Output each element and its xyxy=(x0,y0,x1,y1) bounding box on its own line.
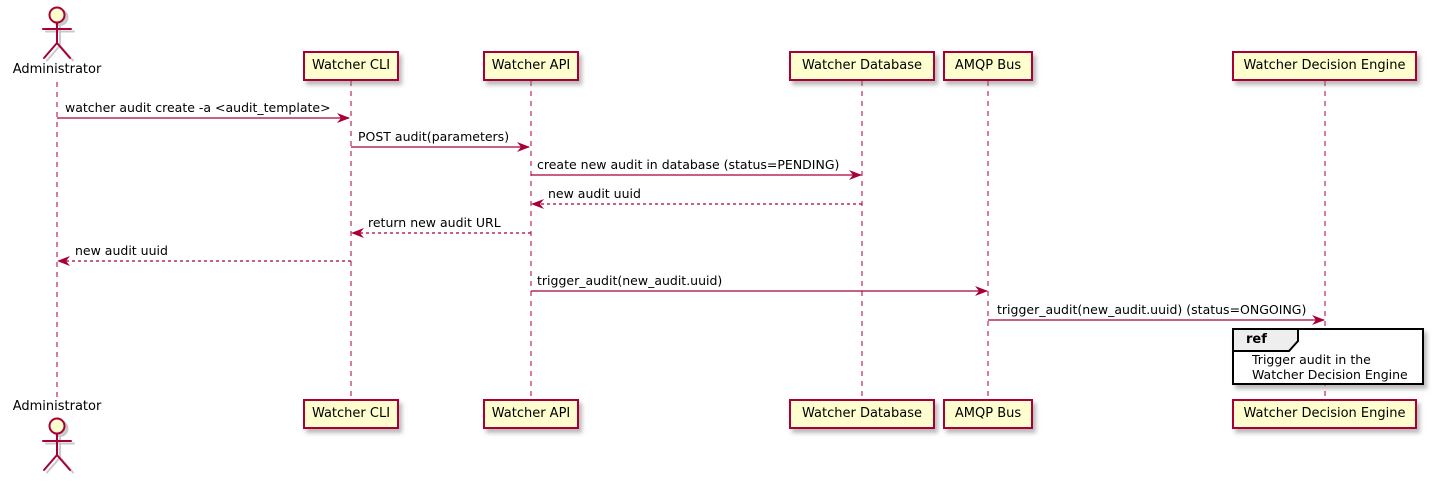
message-arrow-4 xyxy=(531,199,862,209)
message-label-8: trigger_audit(new_audit.uuid) (status=ON… xyxy=(997,302,1307,317)
ref-header-pentagon xyxy=(1232,328,1299,352)
message-arrow-1 xyxy=(57,113,350,123)
participant-top-watcher-database: Watcher Database xyxy=(789,51,935,81)
message-arrow-8 xyxy=(988,315,1325,325)
actor-top-figure-icon xyxy=(42,6,72,59)
ref-body-line-2: Watcher Decision Engine xyxy=(1252,367,1408,382)
message-arrow-5 xyxy=(351,228,531,238)
ref-fragment: ref Trigger audit in the Watcher Decisio… xyxy=(1232,328,1424,385)
message-arrow-3 xyxy=(531,170,862,180)
ref-body-line-1: Trigger audit in the xyxy=(1252,352,1371,367)
participant-bottom-watcher-decision-engine: Watcher Decision Engine xyxy=(1232,399,1417,429)
participant-top-watcher-api: Watcher API xyxy=(483,51,579,81)
message-label-3: create new audit in database (status=PEN… xyxy=(537,157,840,172)
message-label-1: watcher audit create -a <audit_template> xyxy=(65,100,331,115)
message-label-2: POST audit(parameters) xyxy=(358,129,510,144)
actor-bottom-figure-icon xyxy=(42,417,72,471)
actor-label-bottom: Administrator xyxy=(12,399,102,414)
message-label-6: new audit uuid xyxy=(75,243,168,258)
ref-body-text: Trigger audit in the Watcher Decision En… xyxy=(1252,352,1408,382)
message-label-4: new audit uuid xyxy=(548,186,641,201)
actor-label-top: Administrator xyxy=(12,62,102,77)
participant-top-amqp-bus: AMQP Bus xyxy=(943,51,1033,81)
participant-bottom-amqp-bus: AMQP Bus xyxy=(943,399,1033,429)
message-label-5: return new audit URL xyxy=(368,215,501,230)
participant-bottom-watcher-database: Watcher Database xyxy=(789,399,935,429)
participant-bottom-watcher-cli: Watcher CLI xyxy=(303,399,399,429)
message-arrow-7 xyxy=(531,286,988,296)
participant-bottom-watcher-api: Watcher API xyxy=(483,399,579,429)
participant-top-watcher-cli: Watcher CLI xyxy=(303,51,399,81)
message-arrow-6 xyxy=(57,256,351,266)
participant-top-watcher-decision-engine: Watcher Decision Engine xyxy=(1232,51,1417,81)
ref-keyword: ref xyxy=(1246,332,1267,347)
message-arrow-2 xyxy=(351,142,530,152)
message-label-7: trigger_audit(new_audit.uuid) xyxy=(537,273,723,288)
